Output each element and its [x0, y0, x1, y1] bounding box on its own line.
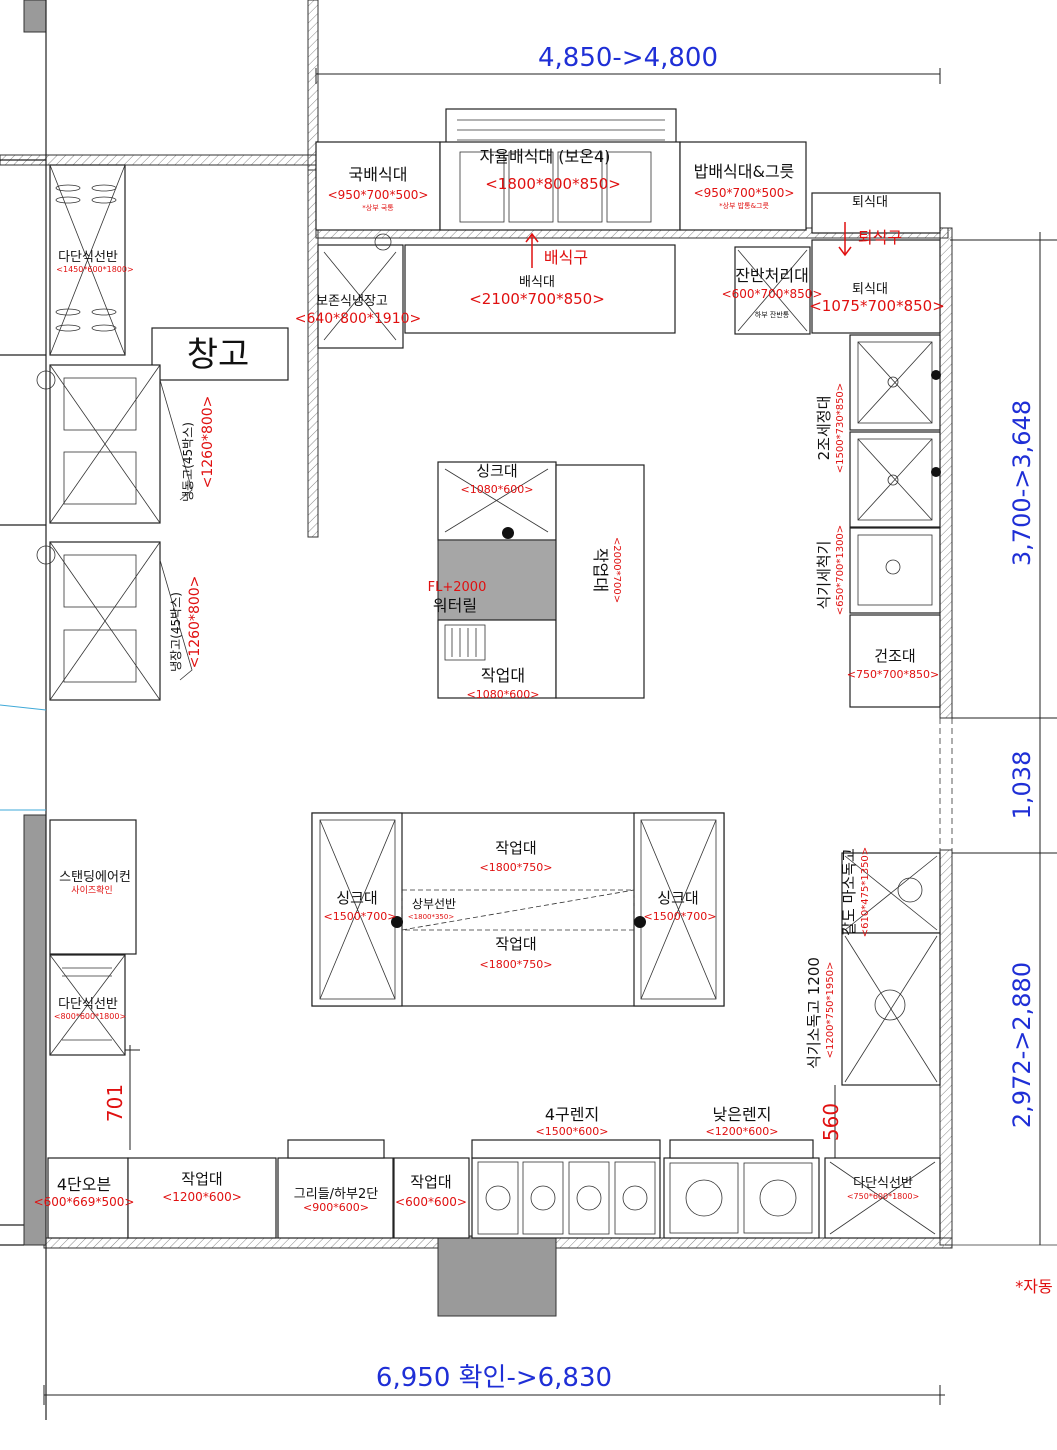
return-table-name: 퇴식대	[852, 282, 888, 297]
water-reel-fl: FL+2000	[428, 580, 487, 595]
freezer-2-size: <1260*800>	[187, 576, 203, 669]
return-window-label: 퇴식구	[858, 228, 902, 247]
work-bottom-2-size: <600*600>	[395, 1195, 467, 1209]
sink-top-name: 싱크대	[476, 462, 517, 480]
rice-counter-name: 밥배식대&그릇	[694, 162, 795, 181]
island-work-upper-name: 작업대	[495, 839, 536, 857]
island-sink-left-size: <1500*700>	[324, 910, 397, 923]
island-sink-left-name: 싱크대	[336, 889, 377, 907]
self-counter-size: <1800*800*850>	[485, 175, 621, 193]
dim-top: 4,850->4,800	[538, 43, 718, 73]
dim-701: 701	[103, 1084, 127, 1122]
island	[311, 812, 725, 1007]
dim-560: 560	[819, 1103, 843, 1141]
island-shelf-name: 상부선반	[412, 897, 456, 911]
sink-2-name: 2조세정대	[815, 396, 833, 461]
island-work-upper-size: <1800*750>	[480, 861, 553, 874]
dim-bottom: 6,950 확인->6,830	[376, 1363, 612, 1393]
aircon-name: 스탠딩에어컨	[59, 870, 131, 885]
shelf-left-bottom-name: 다단식선반	[58, 997, 118, 1012]
freezer-1-name: 냉동고(45박스)	[181, 422, 195, 502]
dryer-name: 건조대	[874, 647, 915, 665]
aircon-note: 사이즈확인	[71, 884, 112, 896]
self-counter-name: 자율배식대 (보온4)	[480, 147, 611, 166]
oven-size: <600*669*500>	[34, 1195, 135, 1209]
cooking-line	[47, 1139, 820, 1239]
serving-table-name: 배식대	[519, 275, 555, 290]
soup-counter-name: 국배식대	[349, 165, 408, 184]
soup-range-name: 갈도 마소독고	[840, 848, 858, 936]
dim-right-upper: 3,700->3,648	[1008, 400, 1036, 566]
shelf-left-top-size: <1450*600*1800>	[56, 265, 133, 274]
dryer-size: <750*700*850>	[847, 668, 939, 681]
service-window-label: 배식구	[544, 248, 588, 267]
low-range-name: 낮은렌지	[713, 1105, 772, 1124]
dishwasher-name: 식기세척기	[815, 540, 833, 609]
warehouse-label: 창고	[187, 335, 250, 375]
oven-name: 4단오븐	[57, 1175, 111, 1194]
sink-top-size: <1080*600>	[461, 483, 534, 496]
island-work-lower-size: <1800*750>	[480, 958, 553, 971]
soup-range-size: <610*475*1350>	[860, 847, 871, 937]
griddle-name: 그리들/하부2단	[294, 1187, 378, 1202]
sterilizer-size: <1200*750*1950>	[825, 962, 836, 1059]
note-auto: *자동	[1015, 1277, 1052, 1296]
shelf-right-bottom-name: 다단식선반	[853, 1176, 913, 1191]
range-4-name: 4구렌지	[545, 1105, 599, 1124]
work-top-name: 작업대	[481, 666, 525, 685]
shelf-left-top-name: 다단식선반	[58, 250, 118, 265]
shelf-left-bottom-size: <800*600*1800>	[54, 1012, 126, 1021]
work-bottom-1-size: <1200*600>	[162, 1190, 242, 1204]
warm-fridge-name: 보존식냉장고	[316, 294, 388, 309]
work-top-size: <1080*600>	[467, 688, 540, 701]
sterilizer-name: 식기소독고 1200	[805, 957, 823, 1069]
soup-counter-note: *상부 국통	[362, 203, 394, 212]
warm-fridge-size: <640*800*1910>	[295, 311, 422, 327]
dishwasher-size: <650*700*1300>	[835, 525, 846, 615]
range-4-size: <1500*600>	[536, 1125, 609, 1138]
leftover-unit-size: <600*700*850>	[722, 287, 823, 301]
rice-counter-size: <950*700*500>	[694, 186, 795, 200]
freezer-2-name: 냉장고(45박스)	[169, 592, 183, 672]
left-equipment	[36, 164, 193, 1056]
walls	[0, 0, 1057, 1420]
griddle-size: <900*600>	[303, 1201, 369, 1214]
rice-counter-note: *상부 밥통&그릇	[719, 201, 769, 210]
island-sink-right-name: 싱크대	[657, 889, 698, 907]
center-cluster	[437, 461, 645, 699]
sink-2-size: <1500*730*850>	[835, 383, 846, 473]
right-equipment	[824, 334, 941, 1239]
return-table-size: <1075*700*850>	[809, 297, 945, 315]
serving-table-size: <2100*700*850>	[469, 290, 605, 308]
dim-right-lower: 2,972->2,880	[1008, 962, 1036, 1128]
island-shelf-size: <1800*350>	[408, 913, 455, 921]
freezer-1-size: <1260*800>	[200, 396, 216, 489]
island-sink-right-size: <1500*700>	[644, 910, 717, 923]
soup-counter-size: <950*700*500>	[328, 188, 429, 202]
water-reel-name: 워터릴	[433, 596, 477, 615]
work-long-size: <2000*700>	[611, 537, 622, 603]
work-long-name: 작업대	[591, 548, 610, 592]
leftover-unit-name: 잔반처리대	[735, 266, 809, 285]
low-range-size: <1200*600>	[706, 1125, 779, 1138]
leftover-unit-note: 하부 잔반통	[755, 310, 790, 319]
work-bottom-1-name: 작업대	[181, 1170, 222, 1188]
island-work-lower-name: 작업대	[495, 935, 536, 953]
dim-right-middle: 1,038	[1008, 751, 1036, 820]
work-bottom-2-name: 작업대	[410, 1173, 451, 1191]
top-counters	[151, 108, 941, 381]
shelf-right-bottom-size: <750*600*1800>	[847, 1192, 919, 1201]
flow-arrows	[525, 222, 852, 268]
return-top-name: 퇴식대	[852, 195, 888, 210]
